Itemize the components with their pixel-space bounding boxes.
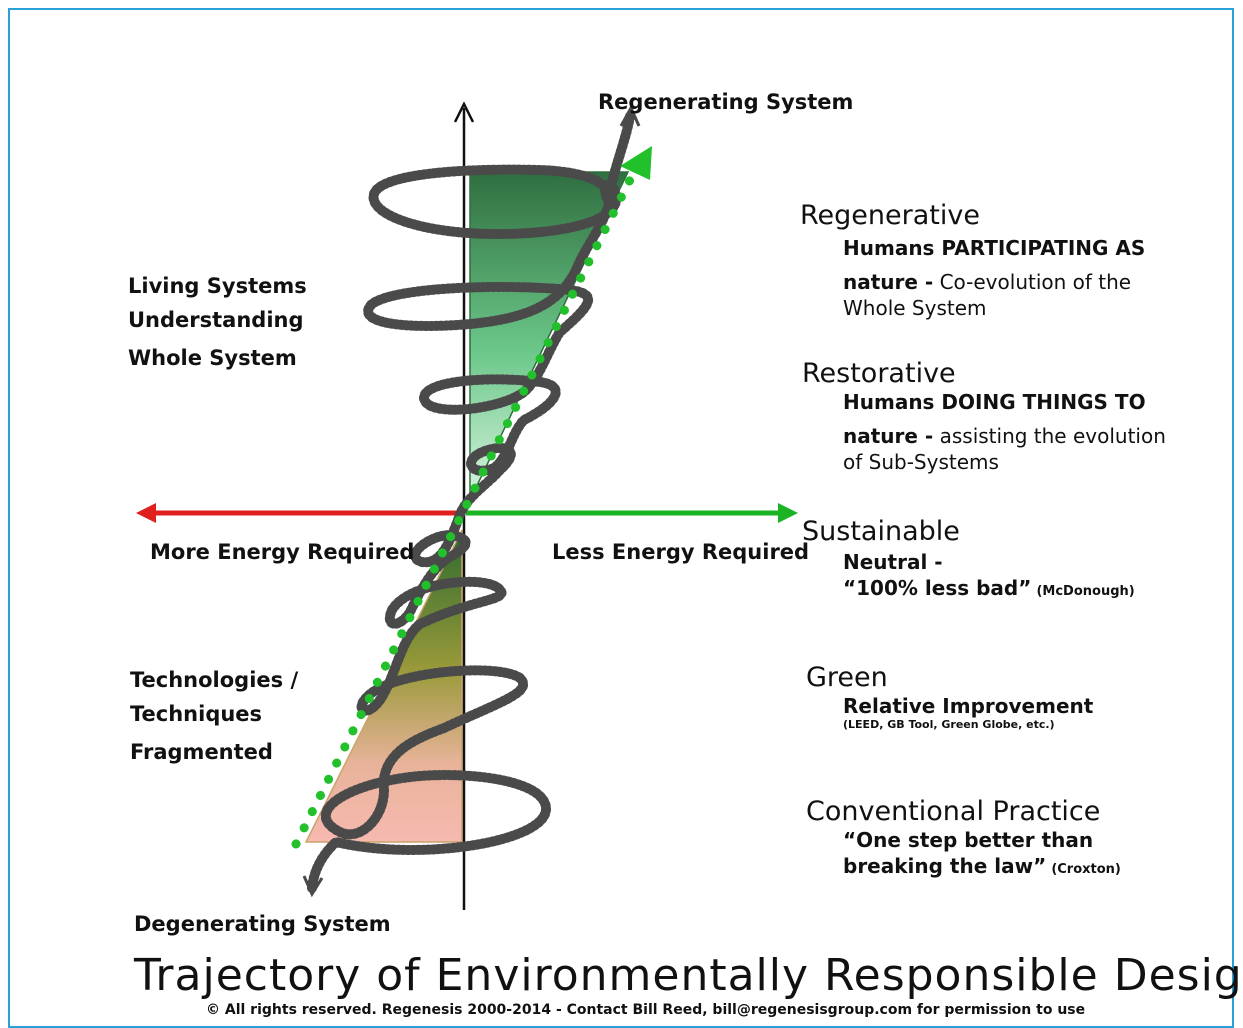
left-lower-line-1: Technologies / xyxy=(130,668,299,692)
copyright-notice: © All rights reserved. Regenesis 2000-20… xyxy=(206,1002,1086,1018)
tier-regenerative-line3: Whole System xyxy=(843,296,987,320)
tier-regenerative-heading: Regenerative xyxy=(800,200,980,231)
left-upper-line-3: Whole System xyxy=(128,346,297,370)
tier-sustainable-line2: “100% less bad” (McDonough) xyxy=(843,576,1135,600)
regenerating-system-label: Regenerating System xyxy=(598,90,854,114)
tier-conventional-heading: Conventional Practice xyxy=(806,796,1101,827)
left-upper-line-1: Living Systems xyxy=(128,274,307,298)
tier-conventional-line2: breaking the law” (Croxton) xyxy=(843,854,1121,878)
more-energy-label: More Energy Required xyxy=(150,540,415,564)
left-upper-line-2: Understanding xyxy=(128,308,304,332)
less-energy-label: Less Energy Required xyxy=(552,540,810,564)
left-energy-arrowhead xyxy=(136,503,156,523)
tier-conventional-line1: “One step better than xyxy=(843,828,1094,852)
vertical-axis-arrowhead xyxy=(453,101,475,123)
dotted-trajectory-line xyxy=(291,163,641,849)
tier-green-line1: Relative Improvement xyxy=(843,694,1094,718)
right-energy-arrowhead xyxy=(778,503,798,523)
dotted-trajectory-arrowhead xyxy=(620,146,652,180)
tier-restorative-heading: Restorative xyxy=(802,358,956,389)
left-lower-line-2: Techniques xyxy=(130,702,263,726)
spiral-top-arrowhead xyxy=(619,104,641,127)
left-lower-line-3: Fragmented xyxy=(130,740,273,764)
tier-sustainable-line1: Neutral - xyxy=(843,550,943,574)
tier-green-note: (LEED, GB Tool, Green Globe, etc.) xyxy=(843,718,1055,731)
tier-regenerative-line1: Humans PARTICIPATING AS xyxy=(843,236,1146,260)
tier-green-heading: Green xyxy=(806,662,888,693)
diagram-title: Trajectory of Environmentally Responsibl… xyxy=(134,950,1243,1001)
tier-restorative-line2: nature - assisting the evolution xyxy=(843,424,1166,448)
spiral-trajectory xyxy=(307,111,635,893)
spiral-bottom-arrowhead xyxy=(302,875,324,898)
tier-regenerative-line2: nature - Co-evolution of the xyxy=(843,270,1132,294)
tier-restorative-line3: of Sub-Systems xyxy=(843,450,999,474)
tier-restorative-line1: Humans DOING THINGS TO xyxy=(843,390,1146,414)
tier-sustainable-heading: Sustainable xyxy=(802,516,960,547)
degenerating-system-label: Degenerating System xyxy=(134,912,391,936)
